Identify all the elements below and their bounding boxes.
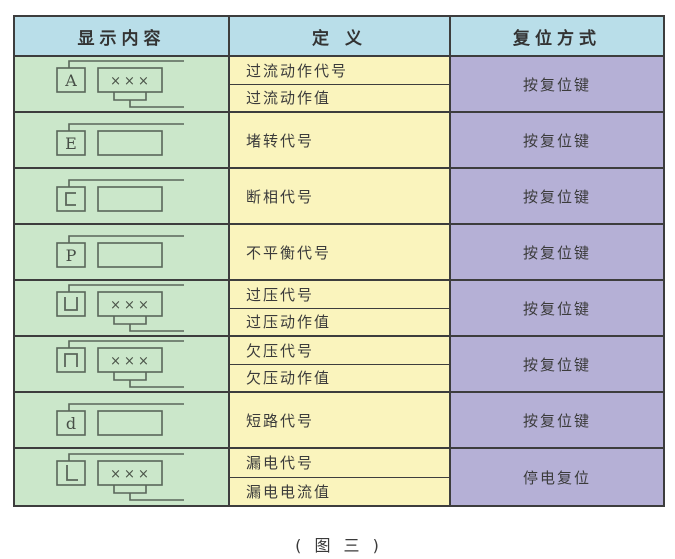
definition-cell: 过压代号过压动作值 (230, 281, 451, 335)
code-L-with-value-icon: ××× (55, 453, 184, 501)
table-row: ××× 过压代号过压动作值 按复位键 (15, 281, 663, 337)
definition-cell: 欠压代号欠压动作值 (230, 337, 451, 391)
display-content-cell: ××× (15, 337, 230, 391)
figure-caption: ( 图 三 ) (295, 536, 383, 555)
header-reset-method: 复位方式 (513, 28, 601, 49)
definition-text: 不平衡代号 (246, 243, 332, 262)
definition-text: 断相代号 (246, 187, 315, 206)
svg-text:E: E (65, 134, 77, 153)
definition-text: 漏电代号 (230, 449, 449, 478)
table-row: d 短路代号 按复位键 (15, 393, 663, 449)
table-row: 断相代号 按复位键 (15, 169, 663, 225)
display-content-cell: E (15, 113, 230, 167)
reset-method-label: 按复位键 (522, 299, 591, 318)
display-content-cell: d (15, 393, 230, 447)
display-content-cell: ××× (15, 449, 230, 505)
reset-method-cell: 按复位键 (451, 393, 663, 447)
definition-cell: 不平衡代号 (230, 225, 451, 279)
reset-method-cell: 按复位键 (451, 57, 663, 111)
reset-method-label: 按复位键 (522, 411, 591, 430)
code-undervoltage-with-value-icon: ××× (55, 340, 184, 388)
definition-text: 短路代号 (246, 411, 315, 430)
reset-method-cell: 按复位键 (451, 281, 663, 335)
definition-text: 欠压动作值 (246, 369, 332, 388)
display-content-cell (15, 169, 230, 223)
reset-method-label: 按复位键 (522, 355, 591, 374)
svg-text:×××: ××× (110, 354, 152, 369)
table-row: A ××× 过流动作代号过流动作值 按复位键 (15, 57, 663, 113)
table-header-row: 显示内容 定 义 复位方式 (15, 17, 663, 57)
svg-text:×××: ××× (110, 298, 152, 313)
code-A-with-value-icon: A ××× (55, 60, 184, 108)
svg-text:A: A (64, 71, 77, 90)
code-d-icon: d (55, 403, 184, 436)
display-content-cell: ××× (15, 281, 230, 335)
definition-text: 过流动作值 (246, 89, 332, 108)
reset-method-cell: 按复位键 (451, 169, 663, 223)
definition-cell: 断相代号 (230, 169, 451, 223)
table-row: ××× 漏电代号漏电电流值 停电复位 (15, 449, 663, 505)
code-c-icon (55, 179, 184, 212)
reset-method-cell: 按复位键 (451, 337, 663, 391)
header-display-content: 显示内容 (15, 17, 230, 55)
reset-method-cell: 按复位键 (451, 113, 663, 167)
svg-text:P: P (65, 246, 76, 265)
definition-text: 过压动作值 (246, 313, 332, 332)
definition-text: 过流动作代号 (230, 57, 449, 85)
definition-cell: 过流动作代号过流动作值 (230, 57, 451, 111)
reset-method-cell: 按复位键 (451, 225, 663, 279)
definition-text: 漏电电流值 (246, 482, 332, 501)
display-content-cell: P (15, 225, 230, 279)
display-content-cell: A ××× (15, 57, 230, 111)
table-body: A ××× 过流动作代号过流动作值 按复位键 E 堵转代号 按复位键 断相代号 按… (15, 57, 663, 505)
definition-cell: 漏电代号漏电电流值 (230, 449, 451, 505)
definition-text: 堵转代号 (246, 131, 315, 150)
code-E-icon: E (55, 123, 184, 156)
table-row: E 堵转代号 按复位键 (15, 113, 663, 169)
definition-text: 过压代号 (230, 281, 449, 309)
svg-text:d: d (65, 414, 75, 433)
svg-text:×××: ××× (110, 74, 152, 89)
table-row: ××× 欠压代号欠压动作值 按复位键 (15, 337, 663, 393)
reset-method-label: 停电复位 (522, 468, 591, 487)
reset-method-label: 按复位键 (522, 75, 591, 94)
reset-method-label: 按复位键 (522, 187, 591, 206)
header-definition: 定 义 (230, 17, 451, 55)
code-P-icon: P (55, 235, 184, 268)
fault-display-table: 显示内容 定 义 复位方式 A ××× 过流动作代号过流动作值 按复位键 E 堵转… (13, 15, 665, 507)
reset-method-label: 按复位键 (522, 131, 591, 150)
reset-method-label: 按复位键 (522, 243, 591, 262)
svg-text:×××: ××× (110, 467, 152, 482)
reset-method-cell: 停电复位 (451, 449, 663, 505)
code-overvoltage-with-value-icon: ××× (55, 284, 184, 332)
definition-text: 欠压代号 (230, 337, 449, 365)
definition-cell: 短路代号 (230, 393, 451, 447)
definition-cell: 堵转代号 (230, 113, 451, 167)
table-row: P 不平衡代号 按复位键 (15, 225, 663, 281)
